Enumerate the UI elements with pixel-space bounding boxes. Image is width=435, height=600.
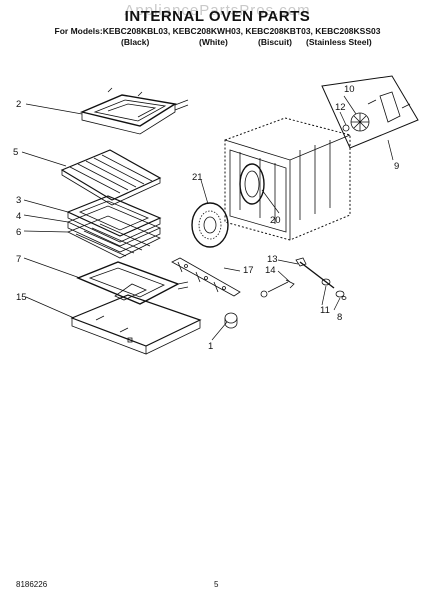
- bottom-tray: [70, 294, 202, 355]
- callout-6: 6: [16, 227, 21, 238]
- convection-fan-inset: [321, 75, 419, 149]
- leader-lines: [21, 95, 394, 341]
- knob: [224, 312, 238, 329]
- callout-4: 4: [16, 211, 21, 222]
- sensor-fittings: [260, 257, 347, 300]
- fan-cover: [191, 202, 229, 248]
- broil-pan-stack: [66, 195, 162, 259]
- variant-black: (Black): [121, 37, 150, 47]
- variant-biscuit: (Biscuit): [258, 37, 292, 47]
- callout-1: 1: [208, 341, 213, 352]
- callout-11: 11: [320, 305, 330, 316]
- callout-13: 13: [267, 254, 278, 265]
- callout-14: 14: [265, 265, 276, 276]
- page-number: 5: [214, 580, 219, 589]
- callout-8: 8: [337, 312, 342, 323]
- callout-5: 5: [13, 147, 18, 158]
- bracket: [171, 257, 241, 297]
- callout-10: 10: [344, 84, 355, 95]
- broil-element: [79, 87, 189, 135]
- callout-3: 3: [16, 195, 21, 206]
- bake-element: [76, 261, 189, 305]
- callout-15: 15: [16, 292, 27, 303]
- oven-cavity: [224, 117, 351, 241]
- callout-9: 9: [394, 161, 399, 172]
- callout-7: 7: [16, 254, 21, 265]
- oven-rack: [60, 149, 162, 206]
- callout-2: 2: [16, 99, 21, 110]
- variant-stainless-steel: (Stainless Steel): [306, 37, 372, 47]
- models-line: For Models:KEBC208KBL03, KEBC208KWH03, K…: [54, 26, 381, 36]
- variant-white: (White): [199, 37, 228, 47]
- callout-21: 21: [192, 172, 203, 183]
- callout-17: 17: [243, 265, 254, 276]
- doc-number: 8186226: [16, 580, 48, 589]
- callout-20: 20: [270, 215, 281, 226]
- page-title: INTERNAL OVEN PARTS: [124, 8, 311, 25]
- watermark-text: AppliancePartsPros.com: [124, 2, 311, 19]
- callout-12: 12: [335, 102, 346, 113]
- callout-labels: 1 2 3 4 5 6 8 7 9 10 11 12 13 14 15 17 2…: [13, 84, 399, 352]
